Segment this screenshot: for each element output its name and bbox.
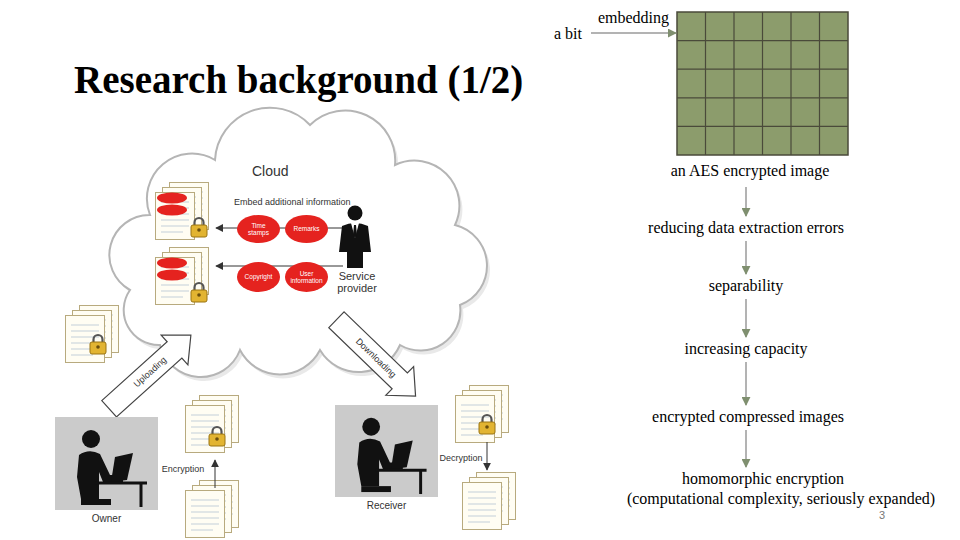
- red-mark: [157, 205, 187, 216]
- node-label: an AES encrypted image: [635, 161, 865, 181]
- flow-arrow: [591, 32, 676, 34]
- person-box: Owner: [55, 417, 158, 510]
- step-label: Decryption: [436, 452, 486, 464]
- text-node: reducing data extraction errors: [596, 218, 896, 238]
- embed-arrow: [216, 266, 343, 267]
- provider-body: [339, 223, 371, 268]
- info-circle: Remarks: [285, 215, 328, 243]
- node-label: Time stamps: [241, 222, 276, 237]
- role-label: Service provider: [333, 270, 381, 294]
- node-sublabel: (computational complexity, seriously exp…: [593, 489, 960, 509]
- lock-icon: [191, 218, 207, 237]
- document-stack: [156, 248, 209, 305]
- node-label: encrypted compressed images: [598, 407, 898, 427]
- step-label: Encryption: [158, 463, 208, 475]
- node-label: separability: [596, 276, 896, 296]
- text-node: a bit: [548, 24, 588, 42]
- slide-title: Research background (1/2): [74, 57, 523, 103]
- node-label: Receiver: [315, 500, 458, 512]
- lock-icon: [191, 283, 207, 302]
- node-label: Cloud: [252, 163, 289, 179]
- text-node: separability: [596, 276, 896, 296]
- upload-arrow: [96, 320, 205, 423]
- owner-figure: [77, 430, 147, 507]
- red-mark: [157, 270, 187, 281]
- encryption-arrow: [215, 460, 216, 488]
- red-mark: [157, 258, 187, 269]
- text-node: encrypted compressed images: [598, 407, 898, 427]
- person-box: Receiver: [335, 405, 438, 497]
- document-stack: [463, 473, 516, 530]
- grid-lines: [677, 12, 848, 155]
- flow-arrow: [745, 241, 747, 274]
- document-stack: [156, 183, 209, 240]
- edge-label: embedding: [574, 8, 694, 28]
- red-mark: [157, 193, 187, 204]
- text-node: increasing capacity: [596, 339, 896, 359]
- document-stack: [456, 386, 509, 443]
- document-stack: [66, 306, 119, 363]
- document-stack: [186, 396, 239, 453]
- encrypted-image: an AES encrypted image: [677, 12, 848, 184]
- decryption-arrow: [487, 442, 488, 470]
- node-label: User information: [289, 270, 324, 285]
- flow-arrow: [745, 430, 747, 467]
- lock-icon: [479, 415, 495, 434]
- provider-head: [348, 206, 363, 221]
- document-stack: [186, 481, 239, 538]
- lock-icon: [209, 427, 225, 446]
- page-number: 3: [876, 509, 888, 521]
- flow-arrow: [745, 362, 747, 405]
- download-arrow: [323, 305, 430, 410]
- lock-icon: [90, 335, 106, 354]
- info-circle: Copyright: [237, 262, 280, 292]
- cloud-shape: CloudEmbed additional informationTime st…: [115, 118, 470, 355]
- info-circle: User information: [285, 262, 328, 292]
- arrow-label: Uploading: [120, 344, 180, 400]
- node-label: Owner: [35, 513, 178, 525]
- node-label: Remarks: [293, 225, 319, 233]
- node-label: a bit: [548, 24, 588, 44]
- node-label: Copyright: [245, 273, 273, 281]
- flow-arrow: [745, 299, 747, 337]
- encrypted-image-grid: [677, 12, 848, 155]
- arrow-label: Downloading: [347, 329, 406, 386]
- provider-tie: [353, 225, 357, 238]
- node-label: reducing data extraction errors: [596, 218, 896, 238]
- text-node: homomorphic encryption(computational com…: [593, 469, 960, 511]
- flow-arrow: [745, 187, 747, 216]
- node-label: homomorphic encryption: [593, 469, 960, 489]
- receiver-figure: [357, 418, 426, 494]
- node-sublabel: Embed additional information: [234, 197, 351, 208]
- info-circle: Time stamps: [237, 215, 280, 243]
- provider-shirt: [351, 223, 359, 238]
- node-label: increasing capacity: [596, 339, 896, 359]
